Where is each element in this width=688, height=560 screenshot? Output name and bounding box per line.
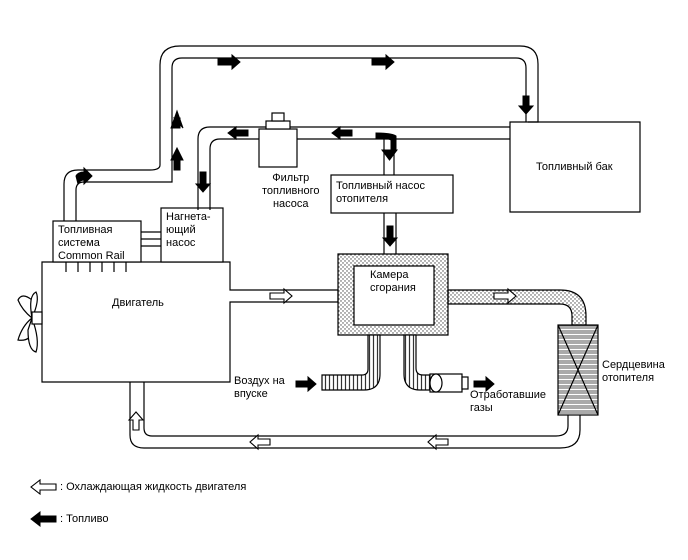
fuel-flow-arrows — [75, 53, 535, 393]
legend-fuel-label: : Топливо — [60, 513, 109, 525]
engine-label: Двигатель — [112, 297, 164, 309]
fuel-supply-pipe-inner — [209, 138, 510, 210]
legend-coolant-symbol — [30, 478, 57, 496]
fuel-filter-label: Фильтр топливного насоса — [262, 172, 320, 210]
common-rail-label: Топливная система Common Rail — [58, 224, 125, 262]
heater-fuel-pump — [330, 174, 454, 214]
heater-fuel-pump-label: Топливный насос отопителя — [336, 180, 425, 205]
supercharger — [160, 207, 224, 263]
coolant-return-pipe-outer — [129, 382, 581, 449]
exhaust-gas-label: Отработавшие газы — [470, 389, 546, 414]
fuel-filter — [258, 128, 298, 168]
combustion-chamber — [337, 253, 449, 336]
legend-coolant-label: : Охлаждающая жидкость двигателя — [60, 481, 247, 493]
combustion-chamber-label: Камера сгорания — [370, 269, 416, 294]
engine-fan — [17, 291, 43, 353]
intake-air-label: Воздух на впуске — [234, 375, 285, 400]
supercharger-label: Нагнета- ющий насос — [166, 211, 211, 249]
exhaust-gas-duct — [403, 334, 431, 391]
heater-core — [557, 324, 599, 416]
injectors — [65, 262, 127, 272]
fuel-supply-pipe-outer — [197, 126, 510, 210]
legend-fuel-symbol — [30, 510, 57, 528]
intake-air-duct — [321, 334, 381, 391]
fuel-tank — [509, 121, 641, 213]
engine — [41, 261, 339, 383]
fuel-return-pipe-inner — [171, 57, 527, 165]
heater-core-label: Сердцевина отопителя — [602, 359, 665, 384]
coolant-flow-arrows — [127, 287, 517, 451]
common-rail — [52, 220, 142, 263]
coolant-return-pipe-inner — [143, 382, 569, 437]
exhaust-muffler — [429, 373, 469, 393]
coolant-pipe-to-heater — [447, 289, 587, 326]
fuel-tank-label: Топливный бак — [536, 161, 613, 173]
fuel-return-pipe-outer — [159, 45, 539, 165]
